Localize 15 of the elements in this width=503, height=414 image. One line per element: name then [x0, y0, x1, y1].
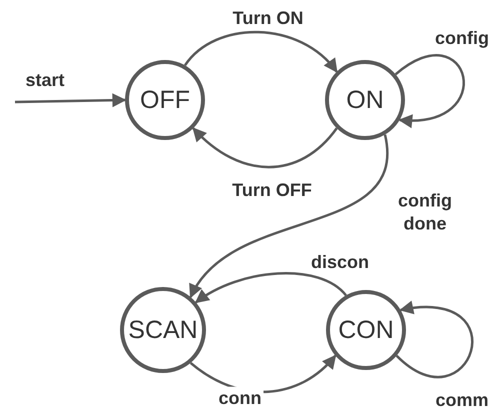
- state-name: SCAN: [128, 316, 198, 344]
- state-name: OFF: [140, 86, 190, 114]
- arrow: [184, 30, 338, 73]
- state-name: ON: [346, 86, 384, 114]
- arrow: [394, 54, 465, 127]
- arrow: [194, 272, 347, 304]
- state-circle: [125, 60, 205, 140]
- state-circle: [325, 60, 405, 140]
- arrow: [192, 127, 338, 168]
- arrow: [396, 302, 474, 378]
- state-circle: [326, 290, 406, 370]
- arrow: [190, 134, 388, 298]
- arrow: [14, 93, 126, 108]
- state-circle: [120, 287, 206, 373]
- state-name: CON: [338, 316, 394, 344]
